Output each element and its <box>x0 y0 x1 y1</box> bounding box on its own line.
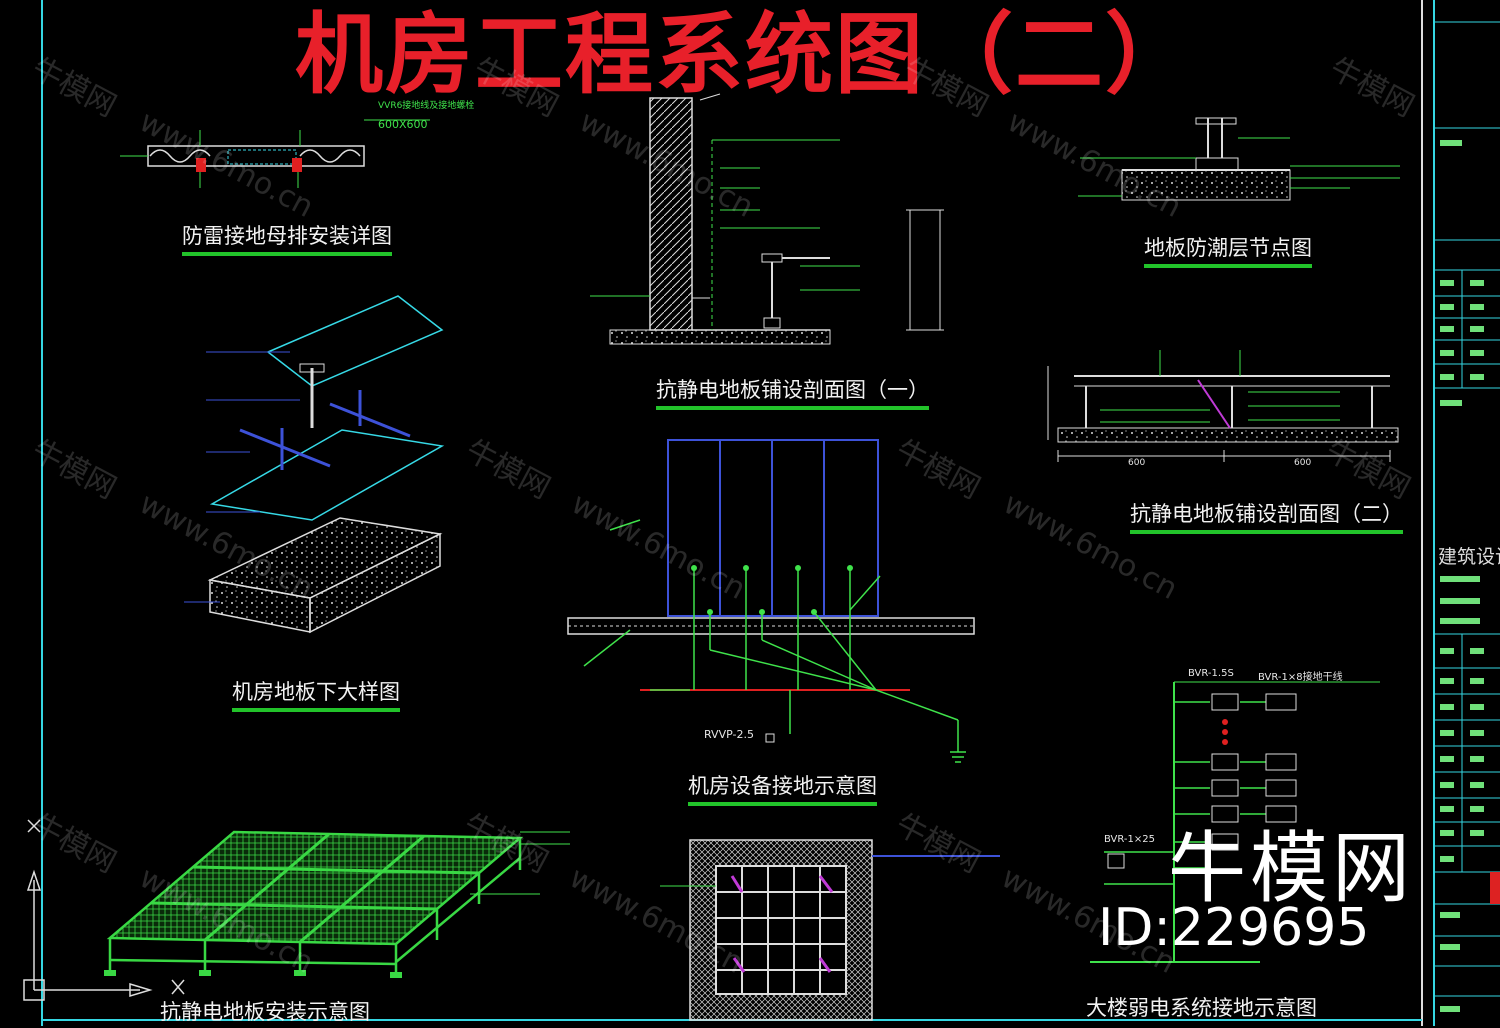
building-grounding-drawing <box>1090 681 1380 963</box>
equipment-grounding-drawing <box>567 439 975 763</box>
caption-building-grounding: 大楼弱电系统接地示意图 <box>1086 996 1317 1020</box>
section-2-drawing <box>1047 350 1399 462</box>
caption-lightning-busbar: 防雷接地母排安装详图 <box>182 220 392 256</box>
page-title: 机房工程系统图（二） <box>295 3 1196 106</box>
label-size-top: 600X600 <box>378 118 428 131</box>
caption-moisture-node: 地板防潮层节点图 <box>1144 232 1312 268</box>
caption-equipment-grounding: 机房设备接地示意图 <box>688 770 877 806</box>
title-block-red-mark <box>1490 872 1500 904</box>
floor-install-drawing <box>104 830 570 978</box>
label-vvr-top: VVR6接地线及接地螺栓 <box>378 101 475 111</box>
floor-detail-drawing <box>184 295 445 634</box>
caption-section-2: 抗静电地板铺设剖面图（二） <box>1130 498 1403 534</box>
section-1-drawing <box>590 93 944 345</box>
label-rvvp: RVVP-2.5 <box>704 728 754 741</box>
grounding-grid-drawing <box>660 839 1000 1021</box>
ucs-axis-icon <box>23 819 185 1001</box>
label-bvr-1: BVR-1.5S <box>1188 668 1234 679</box>
moisture-node-drawing <box>1078 117 1400 201</box>
label-bvr-2: BVR-1×8接地干线 <box>1258 672 1343 683</box>
caption-section-1: 抗静电地板铺设剖面图（一） <box>656 374 929 410</box>
title-block-marks <box>1440 140 1484 1012</box>
dimension-2: 600 <box>1294 458 1312 468</box>
title-block <box>1434 21 1500 997</box>
brand-id: ID:229695 <box>1098 898 1370 958</box>
caption-floor-detail: 机房地板下大样图 <box>232 676 400 712</box>
titleblock-design: 建筑设计 <box>1438 546 1500 568</box>
brand-name: 牛模网 <box>1168 824 1415 914</box>
caption-floor-install: 抗静电地板安装示意图 <box>160 1000 370 1024</box>
lightning-busbar-drawing <box>120 119 430 188</box>
dimension-1: 600 <box>1128 458 1146 468</box>
label-bvr-3: BVR-1×25 <box>1104 834 1156 845</box>
